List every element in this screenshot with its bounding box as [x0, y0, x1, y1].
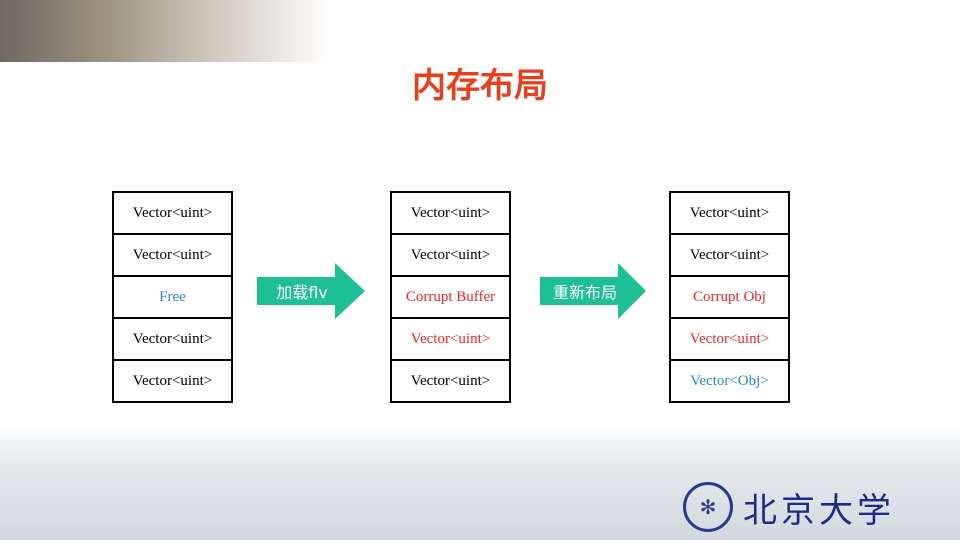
- memory-cell: Vector<uint>: [392, 233, 509, 275]
- slide-title: 内存布局: [412, 66, 548, 106]
- memory-cell: Vector<Obj>: [671, 359, 788, 401]
- memory-cell-free: Free: [114, 275, 231, 317]
- memory-cell: Vector<uint>: [114, 317, 231, 359]
- arrow-right-icon: [540, 263, 646, 319]
- memory-cell: Vector<uint>: [392, 359, 509, 401]
- university-logo: ✻ 北京大学: [683, 482, 895, 532]
- arrow-label: 加载flv: [276, 283, 328, 302]
- memory-cell: Vector<uint>: [410, 204, 491, 221]
- memory-cell: Vector<uint>: [671, 233, 788, 275]
- memory-cell: Vector<uint>: [689, 204, 770, 221]
- memory-cell: Vector<uint>: [671, 317, 788, 359]
- memory-column-after-load: Vector<uint> Vector<uint> Corrupt Buffer…: [390, 191, 511, 403]
- memory-cell-corrupt-buffer: Corrupt Buffer: [392, 275, 509, 317]
- memory-cell-corrupt-obj: Corrupt Obj: [671, 275, 788, 317]
- memory-cell: Vector<uint>: [132, 204, 213, 221]
- memory-cell: Vector<uint>: [114, 359, 231, 401]
- memory-column-relayout: Vector<uint> Vector<uint> Corrupt Obj Ve…: [669, 191, 790, 403]
- university-seal-icon: ✻: [683, 482, 733, 532]
- memory-cell: Vector<uint>: [114, 233, 231, 275]
- university-name: 北京大学: [743, 490, 895, 531]
- memory-cell: Vector<uint>: [392, 317, 509, 359]
- arrow-label: 重新布局: [552, 283, 617, 302]
- header-banner-photo: [0, 0, 330, 62]
- memory-column-initial: Vector<uint> Vector<uint> Free Vector<ui…: [112, 191, 233, 403]
- footer-background: [0, 425, 960, 540]
- arrow-right-icon: [257, 263, 365, 319]
